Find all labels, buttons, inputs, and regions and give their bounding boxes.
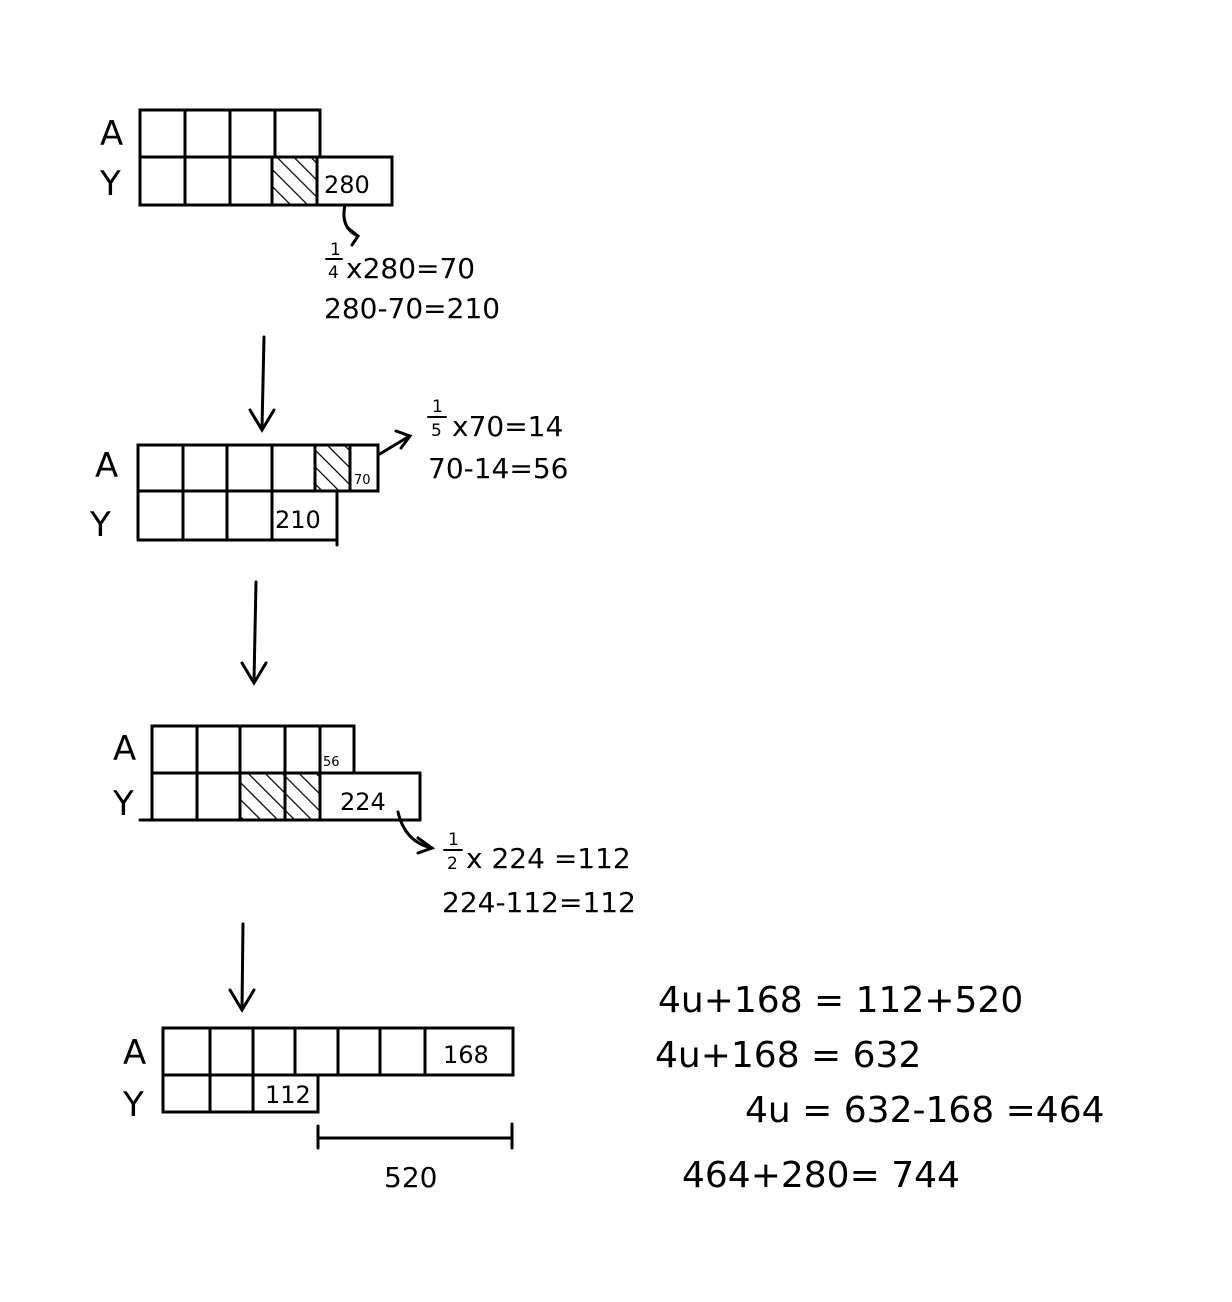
step3-frac-denominator: 2 [447, 854, 458, 874]
step3-bar-y [138, 771, 422, 822]
step2-row-label-a: A [95, 446, 118, 486]
step1-equation-2: 280-70=210 [324, 292, 500, 325]
working-line-2: 4u+168 = 632 [655, 1035, 921, 1076]
step3-model: A Y 56 224 1 2 x 224 =112 224-112=1 [112, 724, 636, 919]
working-equations: 4u+168 = 112+520 4u+168 = 632 4u = 632-1… [655, 980, 1105, 1196]
step1-cell-value: 280 [324, 171, 370, 199]
step3-cell-a-value: 56 [323, 755, 340, 770]
step1-row-label-a: A [100, 114, 123, 154]
step1-row-label-y: Y [99, 164, 121, 204]
down-arrow-2 [240, 580, 268, 686]
step4-span-label: 520 [384, 1161, 437, 1194]
step2-equation-2: 70-14=56 [428, 452, 568, 485]
step4-model: A Y 168 112 520 [122, 1026, 515, 1194]
step2-cell-a-value: 70 [354, 473, 371, 488]
down-arrow-1 [248, 335, 276, 433]
step2-frac-numerator: 1 [432, 397, 443, 417]
step1-frac-numerator: 1 [330, 240, 341, 260]
step4-bar-a [161, 1026, 515, 1077]
working-line-4: 464+280= 744 [682, 1155, 960, 1196]
step3-equation-2: 224-112=112 [442, 886, 636, 919]
step4-row-label-a: A [123, 1033, 146, 1073]
step3-row-label-a: A [113, 729, 136, 769]
down-arrow-3 [228, 922, 256, 1013]
step2-equation-1: x70=14 [452, 410, 563, 443]
step1-arrowhead [346, 226, 361, 247]
step1-model: A Y 280 1 4 x280=70 280-70=210 [99, 108, 500, 325]
step1-equation-1: x280=70 [346, 252, 475, 285]
step2-model: A Y 70 210 1 5 x70=14 70-14=56 [89, 397, 568, 547]
step2-arrow [376, 435, 410, 457]
step4-cell-a-value: 168 [443, 1041, 489, 1069]
step3-cell-y-value: 224 [340, 788, 386, 816]
step1-bar-a [138, 108, 322, 159]
step3-row-label-y: Y [112, 784, 134, 824]
step2-cell-y-value: 210 [275, 506, 321, 534]
working-line-1: 4u+168 = 112+520 [658, 980, 1023, 1021]
step2-arrowhead [394, 429, 413, 450]
step2-bar-a [136, 443, 380, 493]
step1-frac-denominator: 4 [328, 263, 339, 283]
working-line-3: 4u = 632-168 =464 [745, 1090, 1105, 1131]
step3-equation-1: x 224 =112 [466, 842, 631, 875]
step1-shaded-unit [272, 157, 317, 205]
step1-bar-y [138, 155, 394, 207]
step2-shaded-unit [315, 445, 350, 491]
step3-shaded-units [240, 773, 320, 820]
step4-span-marker [316, 1122, 514, 1150]
step4-cell-y-value: 112 [265, 1081, 311, 1109]
step2-row-label-y: Y [89, 505, 111, 545]
step2-frac-denominator: 5 [431, 421, 442, 441]
step4-bar-y [161, 1073, 320, 1114]
step3-arrowhead [416, 836, 436, 855]
step2-bar-y [136, 489, 339, 547]
step3-frac-numerator: 1 [448, 830, 459, 850]
step4-row-label-y: Y [122, 1085, 144, 1125]
